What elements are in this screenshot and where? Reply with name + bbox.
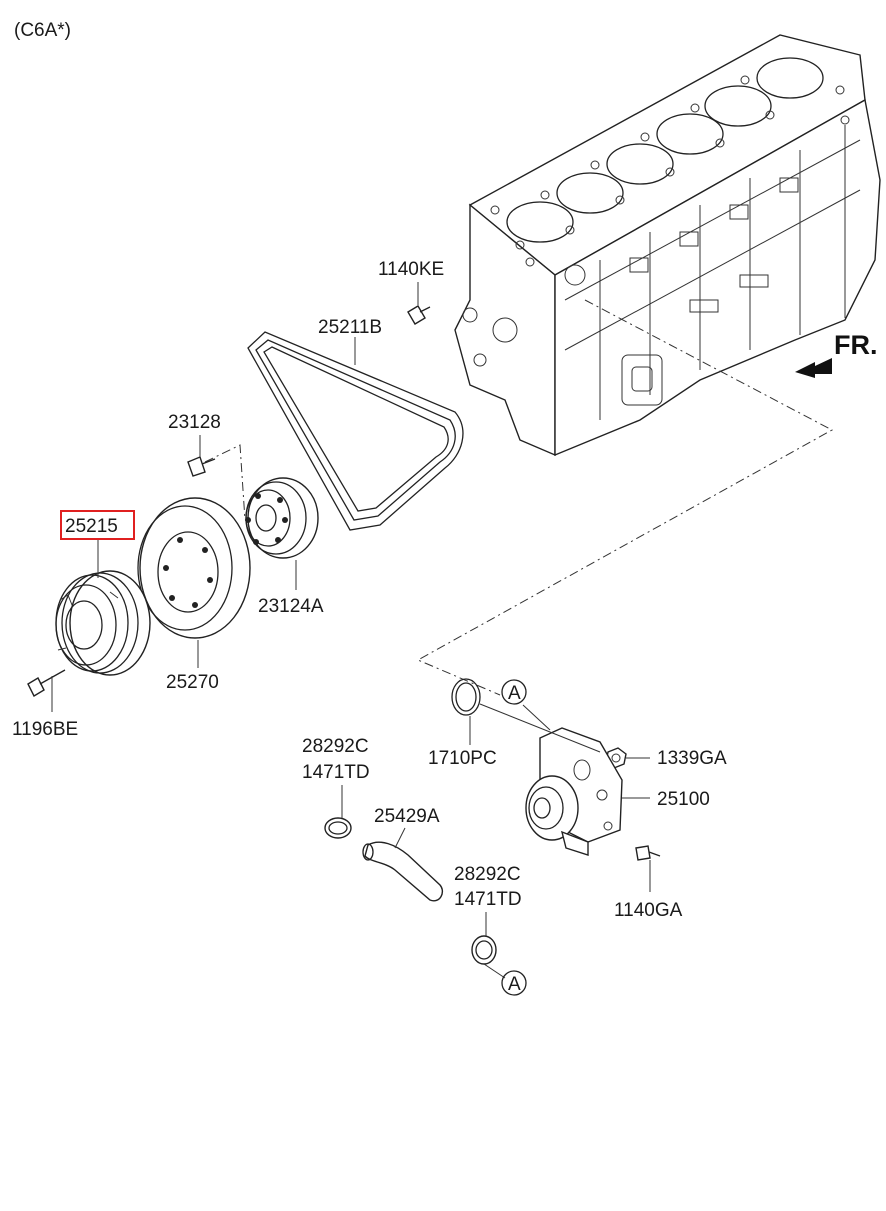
crank-pulley-25215[interactable] [55,570,151,676]
label-1471td-bottom[interactable]: 1471TD [454,889,522,910]
hose-clamp-top[interactable] [324,817,352,839]
label-28292c-top[interactable]: 28292C [302,736,369,757]
label-25211b[interactable]: 25211B [318,317,382,338]
front-label: FR. [834,330,878,360]
bolt-1196be[interactable] [27,669,66,697]
label-1196be[interactable]: 1196BE [12,719,78,740]
hose-clamp-bottom[interactable] [471,935,497,965]
label-1710pc[interactable]: 1710PC [428,748,497,769]
damper-disc-25270[interactable] [137,497,251,639]
label-25100[interactable]: 25100 [657,789,710,810]
svg-text:A: A [508,974,521,995]
engine-block[interactable] [454,34,881,457]
bolt-1140ga[interactable] [635,845,661,861]
ref-marker-a-top: A [501,679,527,705]
drive-belt-25211b[interactable] [247,331,464,531]
o-ring-1710pc[interactable] [451,678,481,716]
label-25429a[interactable]: 25429A [374,806,440,827]
leader-lines [51,282,651,979]
label-23128[interactable]: 23128 [168,412,221,433]
water-hose-25429a[interactable] [362,841,444,902]
front-arrow-icon [795,358,832,378]
water-pump-25100[interactable] [525,727,623,856]
bolt-1140ke[interactable] [407,305,431,325]
label-25215[interactable]: 25215 [65,516,118,537]
pulley-23124a[interactable] [245,477,319,559]
front-direction-indicator: FR. [795,330,878,378]
label-25270[interactable]: 25270 [166,672,219,693]
label-1471td-top[interactable]: 1471TD [302,762,370,783]
label-1140ke[interactable]: 1140KE [378,259,444,280]
label-28292c-bottom[interactable]: 28292C [454,864,521,885]
label-1140ga[interactable]: 1140GA [614,900,683,921]
ref-marker-a-bottom: A [501,970,527,996]
highlight-box [60,510,135,540]
svg-text:A: A [508,683,521,704]
bolt-23128[interactable] [187,456,216,477]
variant-code: (C6A*) [14,20,71,41]
label-23124a[interactable]: 23124A [258,596,324,617]
label-1339ga[interactable]: 1339GA [657,748,727,769]
